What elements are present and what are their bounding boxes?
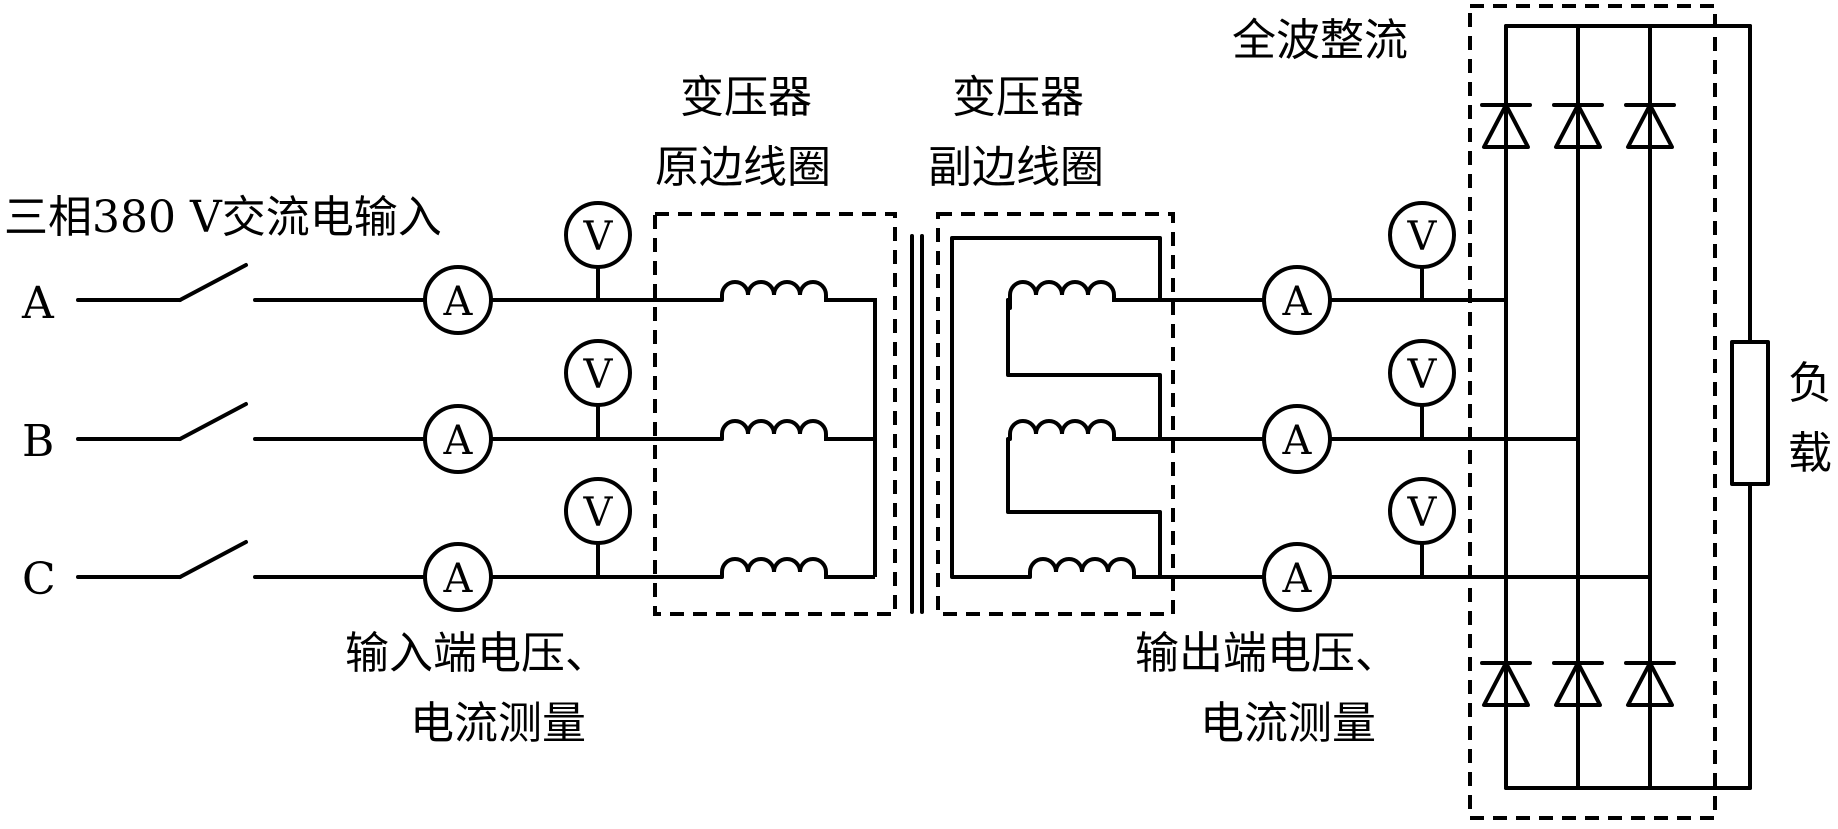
primary-coil-label-1: 变压器 — [680, 72, 812, 123]
load-resistor — [1730, 340, 1770, 486]
rectifier-box — [1468, 4, 1717, 820]
diode-top-3 — [1624, 103, 1676, 149]
output-ammeter-a: A — [1262, 265, 1332, 335]
svg-text:A: A — [1282, 418, 1313, 464]
primary-coil-c — [720, 557, 875, 579]
svg-text:A: A — [443, 279, 474, 325]
diode-top-2 — [1552, 103, 1604, 149]
secondary-coil-box — [936, 212, 1175, 616]
primary-coil-b — [720, 419, 875, 441]
input-measure-label-2: 电流测量 — [410, 698, 586, 749]
svg-text:V: V — [1407, 352, 1438, 398]
svg-text:V: V — [1407, 490, 1438, 536]
svg-text:V: V — [1407, 214, 1438, 260]
svg-text:V: V — [583, 352, 614, 398]
phase-label-b: B — [22, 416, 54, 467]
svg-text:V: V — [583, 490, 614, 536]
diode-top-1 — [1480, 103, 1532, 149]
output-voltmeter-b: V — [1388, 339, 1456, 407]
switch-b[interactable] — [178, 402, 248, 441]
secondary-coil-label-1: 变压器 — [952, 72, 1084, 123]
load-label-2: 载 — [1788, 428, 1832, 479]
output-measure-label-1: 输出端电压、 — [1135, 628, 1399, 679]
output-voltmeter-a: V — [1388, 201, 1456, 269]
input-phase-b — [76, 402, 724, 441]
phase-label-a: A — [21, 278, 55, 329]
input-measure-label-1: 输入端电压、 — [345, 628, 609, 679]
output-voltmeter-c: V — [1388, 477, 1456, 545]
input-voltmeter-c: V — [564, 477, 632, 545]
load-label-1: 负 — [1788, 358, 1832, 409]
svg-text:A: A — [443, 556, 474, 602]
diode-bottom-2 — [1552, 661, 1604, 707]
output-ammeter-b: A — [1262, 404, 1332, 474]
input-voltmeter-a: V — [564, 201, 632, 269]
input-phase-a — [76, 263, 724, 302]
primary-coil-a — [720, 280, 877, 577]
output-ammeter-c: A — [1262, 542, 1332, 612]
svg-text:A: A — [1282, 279, 1313, 325]
switch-c[interactable] — [178, 540, 248, 579]
diode-bottom-1 — [1480, 661, 1532, 707]
primary-coil-box — [653, 212, 897, 616]
svg-text:V: V — [583, 214, 614, 260]
phase-label-c: C — [22, 554, 56, 605]
svg-text:A: A — [1282, 556, 1313, 602]
diode-bottom-3 — [1624, 661, 1676, 707]
rectifier-label: 全波整流 — [1232, 15, 1408, 66]
secondary-winding — [950, 236, 1162, 579]
input-voltmeter-b: V — [564, 339, 632, 407]
input-ammeter-b: A — [423, 404, 493, 474]
output-measure-label-2: 电流测量 — [1200, 698, 1376, 749]
primary-coil-label-2: 原边线圈 — [655, 142, 831, 193]
input-ammeter-c: A — [423, 542, 493, 612]
input-phase-c — [76, 540, 724, 579]
secondary-coil-label-2: 副边线圈 — [928, 142, 1104, 193]
svg-text:A: A — [443, 418, 474, 464]
input-title: 三相380 V交流电输入 — [4, 192, 442, 243]
switch-a[interactable] — [178, 263, 248, 302]
input-ammeter-a: A — [423, 265, 493, 335]
